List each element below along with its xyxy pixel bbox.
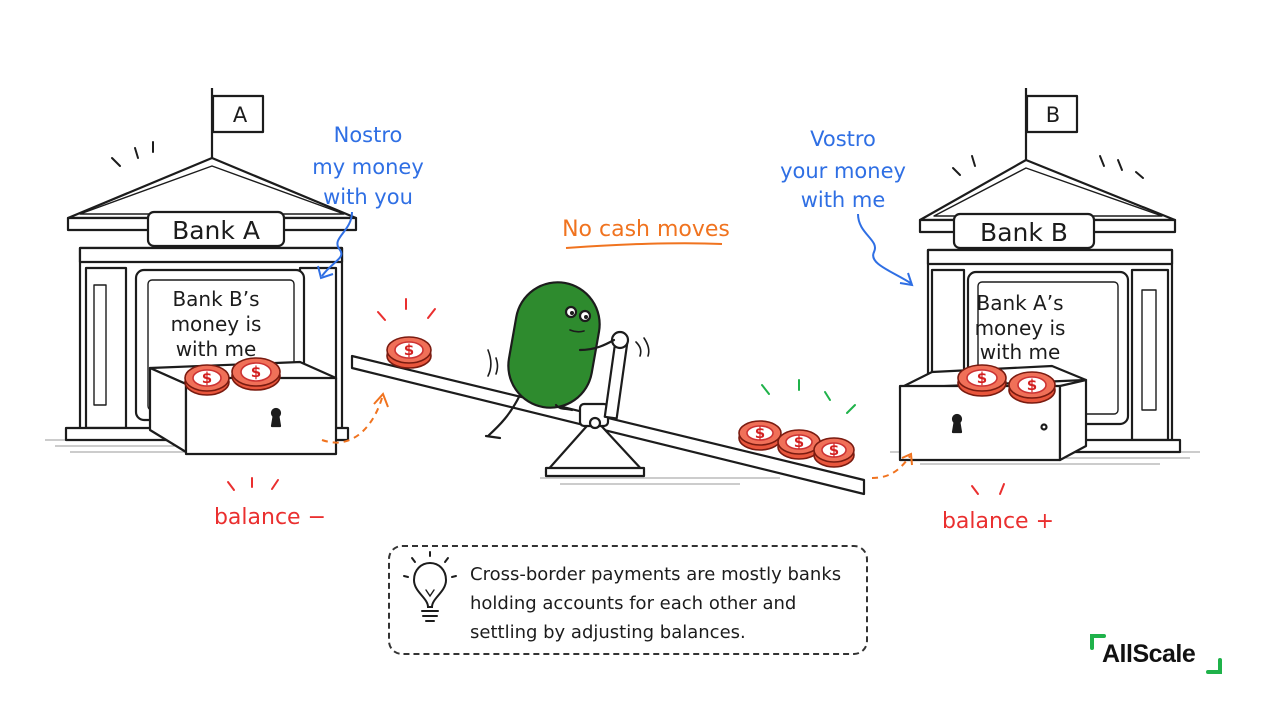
- balance-plus-ticks: [971, 483, 1005, 495]
- bank-b-drawer-coins: [957, 364, 1056, 404]
- bank-a-transfer-arrow: [321, 397, 383, 444]
- vostro-line3: with me: [801, 188, 886, 212]
- lightbulb-icon: [403, 551, 457, 622]
- left-coin-sparkle: [377, 298, 436, 321]
- takeaway-line2: holding accounts for each other and: [470, 593, 797, 614]
- bank-b-roof: [918, 158, 1177, 222]
- bank-a-flag-label: A: [233, 103, 248, 127]
- bank-a-balance-label: balance −: [214, 505, 326, 530]
- coin-symbol: $: [404, 341, 414, 359]
- bank-b-emphasis-ticks: [952, 155, 1144, 179]
- bank-b-sign-label: Bank B: [980, 218, 1068, 247]
- coin-symbol: $: [829, 441, 839, 459]
- bank-a-vault-note-line3: with me: [176, 337, 257, 361]
- coin-symbol: $: [251, 363, 261, 381]
- bank-b-flag-label: B: [1046, 103, 1060, 127]
- seesaw-right-coins: [738, 420, 855, 468]
- bank-a-emphasis-ticks: [111, 141, 154, 167]
- bank-b-building: [890, 88, 1200, 465]
- takeaway-line1: Cross-border payments are mostly banks: [470, 564, 842, 585]
- vostro-line2: your money: [780, 159, 906, 183]
- nostro-line3: with you: [323, 185, 413, 209]
- no-cash-moves-underline: [565, 242, 723, 249]
- takeaway-text: Cross-border payments are mostly banks h…: [470, 560, 870, 647]
- vostro-title: Vostro: [810, 127, 876, 151]
- bank-a-sign: [146, 210, 286, 248]
- nostro-arrow: [321, 211, 353, 277]
- bank-b-column-right: [1130, 268, 1170, 442]
- takeaway-callout: [388, 545, 868, 655]
- character: [484, 281, 650, 440]
- nostro-line2: my money: [312, 155, 424, 179]
- bank-b-vault-note-line1: Bank A’s: [976, 291, 1063, 315]
- nostro-title: Nostro: [334, 123, 403, 147]
- bank-b-vault-note-line2: money is: [975, 316, 1066, 340]
- takeaway-line3: settling by adjusting balances.: [470, 622, 746, 643]
- no-cash-moves-label: No cash moves: [562, 217, 730, 242]
- coin-symbol: $: [1027, 376, 1037, 394]
- character-leg-left: [486, 393, 522, 438]
- coin-symbol: $: [755, 424, 765, 442]
- bank-b-sign: [952, 212, 1096, 250]
- vostro-arrow: [857, 213, 913, 285]
- allscale-logo: AllScale: [1090, 632, 1230, 678]
- seesaw-left-coin: [386, 336, 432, 369]
- right-coins-sparkle: [761, 379, 856, 414]
- coin-symbol: $: [977, 369, 987, 387]
- bank-a-vault-note-line2: money is: [171, 312, 262, 336]
- character-body: [507, 281, 601, 409]
- bank-b-flag: [1025, 94, 1079, 134]
- seesaw-lever: [603, 340, 629, 420]
- bank-b-balance-label: balance +: [942, 509, 1054, 534]
- character-leg-right: [554, 403, 574, 412]
- bank-a-sign-label: Bank A: [172, 216, 260, 245]
- seesaw: [350, 330, 866, 496]
- bank-a-flag: [211, 94, 265, 134]
- brand-name: AllScale: [1102, 640, 1196, 668]
- bank-a-vault-note-line1: Bank B’s: [172, 287, 259, 311]
- coin-symbol: $: [794, 433, 804, 451]
- bank-a-building: [45, 88, 358, 456]
- bank-b-vault-note-line3: with me: [980, 340, 1061, 364]
- balance-minus-ticks: [227, 477, 279, 491]
- bank-b-transfer-arrow: [871, 455, 911, 479]
- coin-symbol: $: [202, 369, 212, 387]
- bank-a-drawer-coins: [184, 357, 281, 396]
- character-arm: [578, 338, 616, 352]
- logo-brackets: [1090, 634, 1222, 674]
